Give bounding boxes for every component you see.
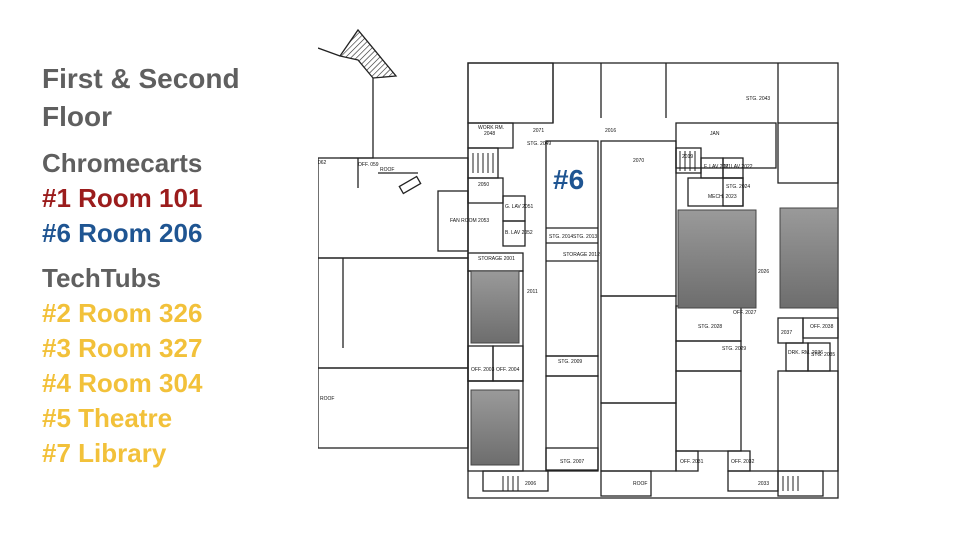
map-label: STG. 2029 [722, 346, 746, 352]
techtub-item-4: #4 Room 304 [42, 368, 203, 398]
map-label: STG. 2043 [746, 96, 770, 102]
map-label: STG. 2014 [549, 234, 573, 240]
map-label: F. LAV 2021 [704, 164, 731, 170]
map-label: 2006 [525, 481, 536, 487]
location-marker-6: #6 [553, 164, 585, 195]
map-label: FAN ROOM 2053 [450, 218, 489, 224]
techtub-item-7: #7 Library [42, 438, 167, 468]
map-label: OFF. 2031 [680, 459, 704, 465]
spacer [42, 251, 292, 261]
map-label: OFF. 059 [358, 162, 379, 168]
chromecart-item-1: #1 Room 101 [42, 183, 203, 213]
map-label: STG. 2024 [726, 184, 750, 190]
map-label: 062 [318, 160, 327, 166]
map-label: M. LAV 2022 [724, 164, 753, 170]
map-label: 2050 [478, 182, 489, 188]
techtub-item-5: #5 Theatre [42, 403, 173, 433]
map-label: OFF. 2004 [496, 367, 520, 373]
map-label: STORAGE 2012 [563, 252, 600, 258]
map-label: 2011 [527, 289, 538, 295]
techtub-item-3: #3 Room 327 [42, 333, 203, 363]
map-label: STG. 2028 [698, 324, 722, 330]
map-label: 2037 [781, 330, 792, 336]
map-label: STG. 2049 [527, 141, 551, 147]
shaded-room [779, 207, 839, 309]
map-label: STORAGE 2001 [478, 256, 515, 262]
map-label: ROOF [320, 396, 334, 402]
shaded-room [470, 389, 520, 466]
map-label: 2048 [484, 131, 495, 137]
map-label: ROOF [380, 167, 394, 173]
map-label: STG. 2013 [573, 234, 597, 240]
shaded-room [677, 209, 757, 309]
map-label: OFF. 2003 [471, 367, 495, 373]
map-label: 2019 [682, 154, 693, 160]
floor-plan: WORK RM. 2048 2071 2016 STG. 2043 STG. 2… [318, 28, 839, 499]
techtubs-heading: TechTubs [42, 263, 161, 293]
map-label: OFF. 2032 [731, 459, 755, 465]
map-label: STG. 2007 [560, 459, 584, 465]
map-label: STG. 2009 [558, 359, 582, 365]
chromecarts-heading: Chromecarts [42, 148, 203, 178]
chromecart-item-6: #6 Room 206 [42, 218, 203, 248]
map-label: WORK RM. [478, 125, 504, 131]
spacer [42, 136, 292, 146]
shaded-room [470, 270, 520, 344]
map-label: OFF. 2038 [810, 324, 834, 330]
map-label: 2071 [533, 128, 544, 134]
map-label: B. LAV 2052 [505, 230, 533, 236]
map-label: 2070 [633, 158, 644, 164]
room-labels: WORK RM. 2048 2071 2016 STG. 2043 STG. 2… [318, 96, 835, 487]
techtub-item-2: #2 Room 326 [42, 298, 203, 328]
map-label: 2033 [758, 481, 769, 487]
map-label: 2016 [605, 128, 616, 134]
map-label: G. LAV 2051 [505, 204, 533, 210]
map-label: DRK. RM. 2036 [788, 350, 823, 356]
map-label: 2026 [758, 269, 769, 275]
map-label: OFF. 2027 [733, 310, 757, 316]
legend-panel: First & Second Floor Chromecarts #1 Room… [42, 60, 292, 471]
map-label: MECH. 2023 [708, 194, 737, 200]
plan-walls [318, 28, 839, 499]
map-label: ROOF [633, 481, 647, 487]
page-title: First & Second Floor [42, 63, 240, 132]
map-label: STG. 2035 [811, 352, 835, 358]
map-label: JAN [710, 131, 720, 137]
